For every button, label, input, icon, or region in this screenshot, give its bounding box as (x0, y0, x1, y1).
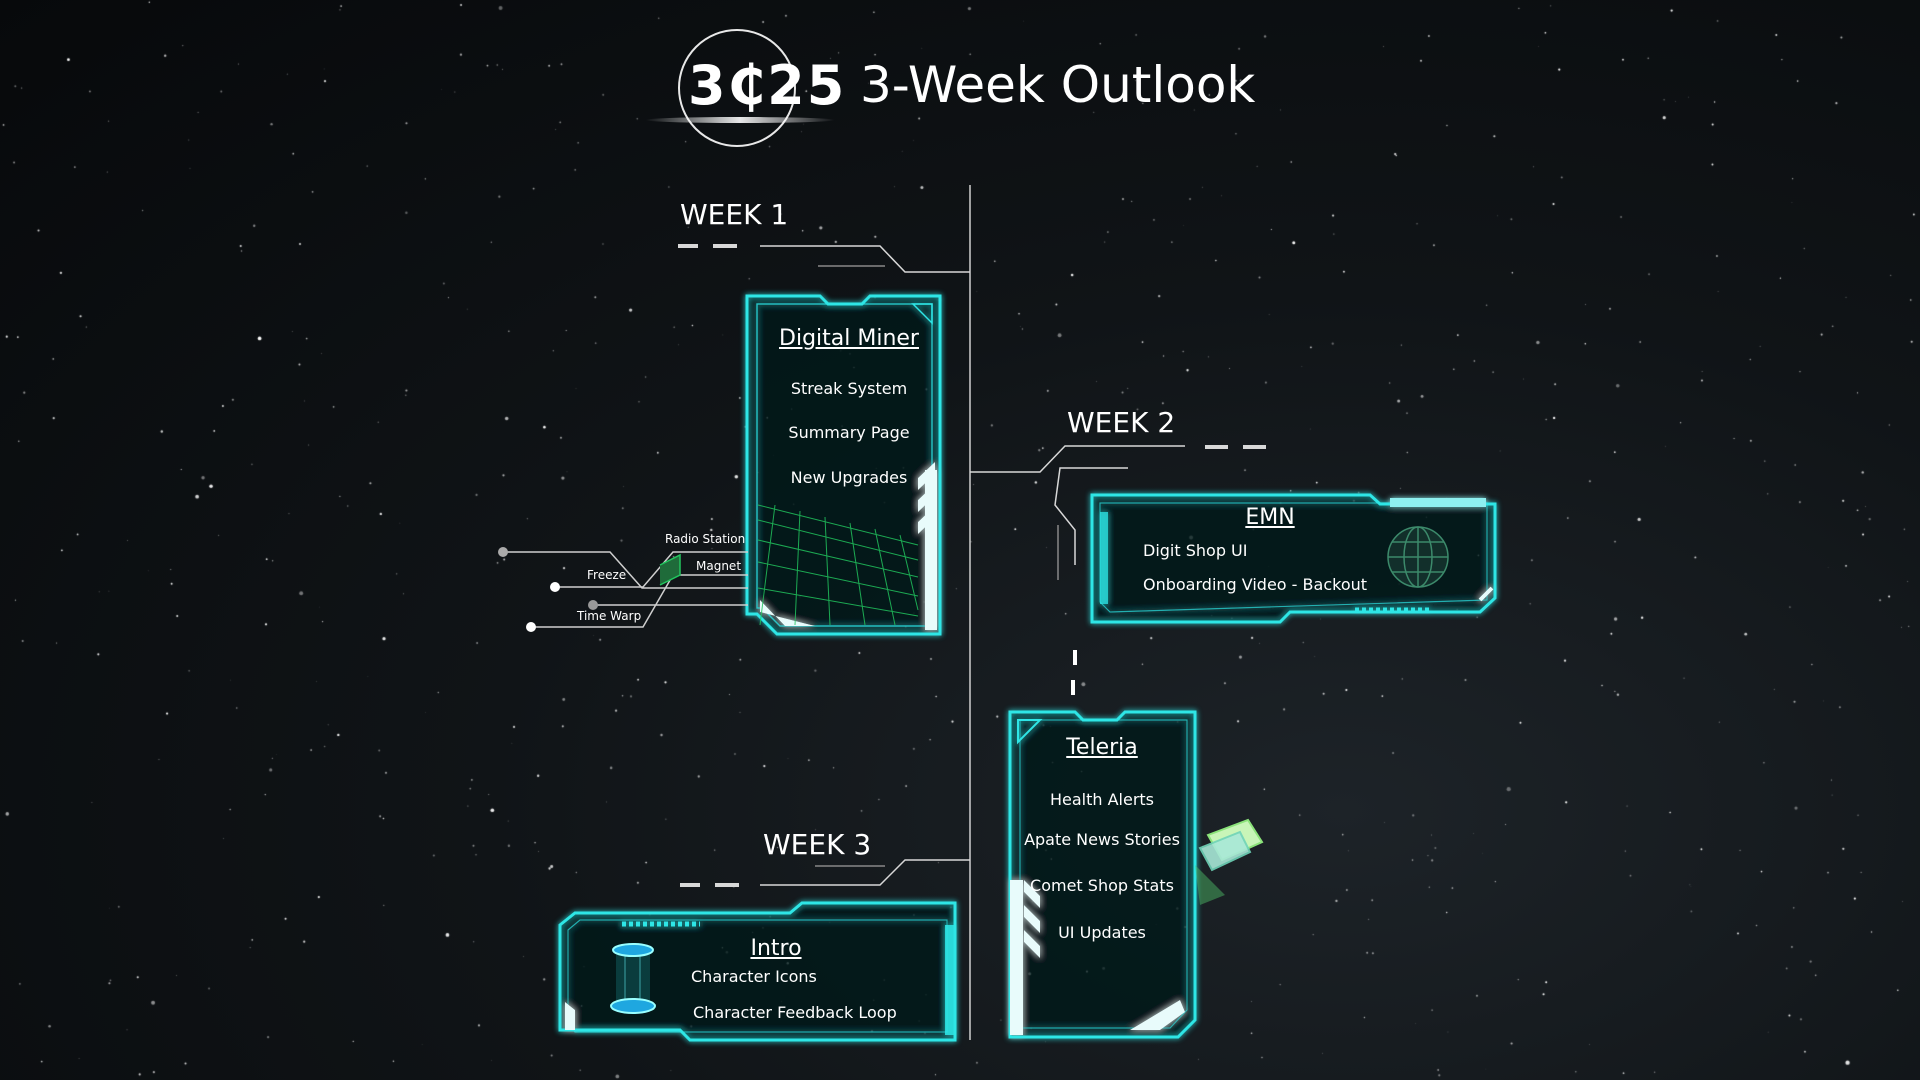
intro-title: Intro (700, 936, 852, 961)
header: 3₵25 3-Week Outlook (0, 0, 1920, 180)
list-item: Comet Shop Stats (1022, 876, 1182, 895)
list-item: New Upgrades (760, 468, 938, 487)
list-item: Streak System (760, 379, 938, 398)
teleria-panel-frame (1010, 712, 1195, 1037)
callout-radio-station: Radio Station (665, 532, 745, 546)
globe-icon (1388, 527, 1448, 587)
digital-miner-title: Digital Miner (760, 326, 938, 351)
callout-freeze: Freeze (587, 568, 626, 582)
list-item: Character Icons (691, 967, 817, 986)
week-1-label: WEEK 1 (680, 198, 788, 231)
shop-card-icon (1195, 820, 1262, 905)
callout-time-warp: Time Warp (577, 609, 641, 623)
teleporter-icon (611, 944, 655, 1013)
callout-magnet: Magnet (696, 559, 741, 573)
week-3-label: WEEK 3 (763, 828, 871, 861)
logo: 3₵25 (688, 54, 846, 117)
teleria-title: Teleria (1022, 735, 1182, 760)
list-item: Character Feedback Loop (693, 1003, 897, 1022)
week-2-label: WEEK 2 (1067, 406, 1175, 439)
list-item: UI Updates (1022, 923, 1182, 942)
page-title: 3-Week Outlook (860, 56, 1255, 114)
list-item: Onboarding Video - Backout (1143, 575, 1367, 594)
list-item: Apate News Stories (1022, 830, 1182, 849)
emn-title: EMN (1200, 505, 1340, 530)
list-item: Digit Shop UI (1143, 541, 1247, 560)
list-item: Summary Page (760, 423, 938, 442)
list-item: Health Alerts (1022, 790, 1182, 809)
